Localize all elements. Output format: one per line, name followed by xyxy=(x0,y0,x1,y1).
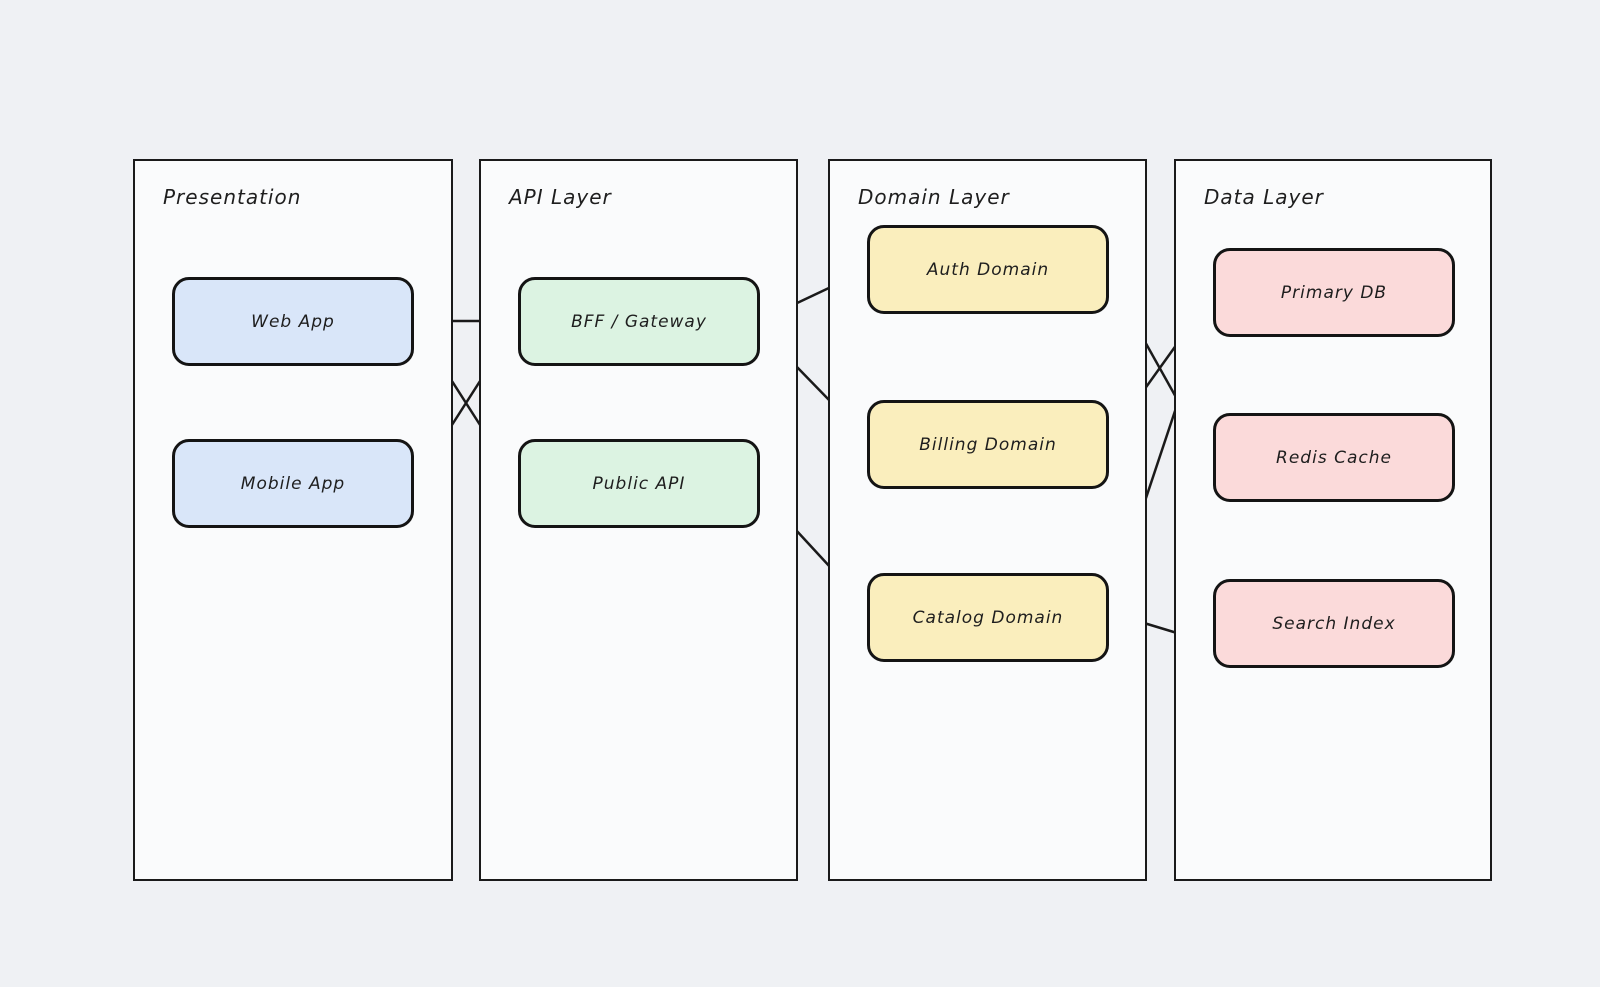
layer-label: API Layer xyxy=(509,185,612,209)
edge-billing-domain-primary-db xyxy=(1142,343,1179,391)
edge-bff-gateway-billing-domain xyxy=(794,364,832,403)
node-bff-gateway: BFF / Gateway xyxy=(518,277,760,366)
node-label: Redis Cache xyxy=(1276,447,1392,468)
edge-catalog-domain-search-index xyxy=(1143,621,1178,635)
layer-label: Data Layer xyxy=(1204,185,1324,209)
node-label: Billing Domain xyxy=(919,434,1057,455)
node-label: BFF / Gateway xyxy=(571,311,707,332)
layer-domain: Domain Layer Auth Domain Billing Domain … xyxy=(828,159,1147,881)
node-label: Auth Domain xyxy=(926,259,1050,280)
node-label: Catalog Domain xyxy=(912,607,1064,628)
node-mobile-app: Mobile App xyxy=(172,439,414,528)
node-search-index: Search Index xyxy=(1213,579,1455,668)
node-auth-domain: Auth Domain xyxy=(867,225,1109,314)
node-redis-cache: Redis Cache xyxy=(1213,413,1455,502)
edge-mobile-app-bff-gateway xyxy=(448,377,484,429)
edge-auth-domain-redis-cache xyxy=(1142,339,1179,400)
node-label: Public API xyxy=(592,473,686,494)
layer-label: Domain Layer xyxy=(858,185,1010,209)
node-catalog-domain: Catalog Domain xyxy=(867,573,1109,662)
edge-public-api-catalog-domain xyxy=(794,528,832,569)
node-label: Search Index xyxy=(1272,613,1396,634)
layer-presentation: Presentation Web App Mobile App xyxy=(133,159,453,881)
layer-api: API Layer BFF / Gateway Public API xyxy=(479,159,798,881)
layer-data: Data Layer Primary DB Redis Cache Search… xyxy=(1174,159,1492,881)
edge-catalog-domain-primary-db xyxy=(1142,404,1179,505)
node-billing-domain: Billing Domain xyxy=(867,400,1109,489)
layer-label: Presentation xyxy=(163,185,302,209)
edge-bff-gateway-auth-domain xyxy=(794,285,832,306)
node-label: Primary DB xyxy=(1280,282,1388,303)
node-label: Mobile App xyxy=(240,473,346,494)
node-label: Web App xyxy=(251,311,335,332)
node-web-app: Web App xyxy=(172,277,414,366)
node-primary-db: Primary DB xyxy=(1213,248,1455,337)
node-public-api: Public API xyxy=(518,439,760,528)
